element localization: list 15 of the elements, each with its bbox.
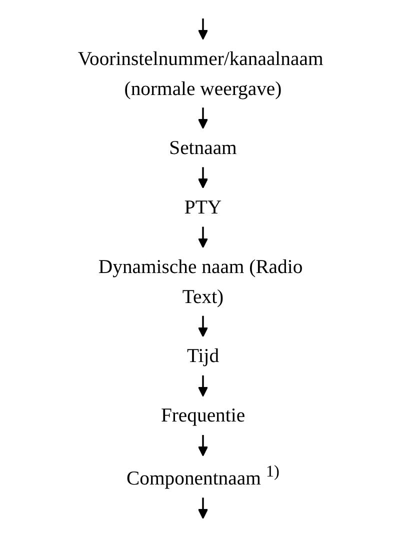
arrow <box>198 226 208 248</box>
node-text: Tijd <box>186 344 220 367</box>
node-text: Setnaam <box>169 136 237 158</box>
arrow <box>198 167 208 188</box>
arrow <box>198 375 208 397</box>
arrow <box>198 316 208 338</box>
arrow <box>198 108 208 129</box>
node-text: PTY <box>184 196 222 218</box>
node-text: Voorinstelnummer/kanaalnaam (normale weergave) <box>78 47 324 99</box>
arrow <box>198 18 208 40</box>
arrow <box>198 498 208 519</box>
node-text: Componentnaam <box>126 467 261 489</box>
arrow <box>198 435 208 456</box>
node-text: Dynamische naam (Radio Text) <box>98 256 303 308</box>
node-text: Frequentie <box>160 404 246 426</box>
